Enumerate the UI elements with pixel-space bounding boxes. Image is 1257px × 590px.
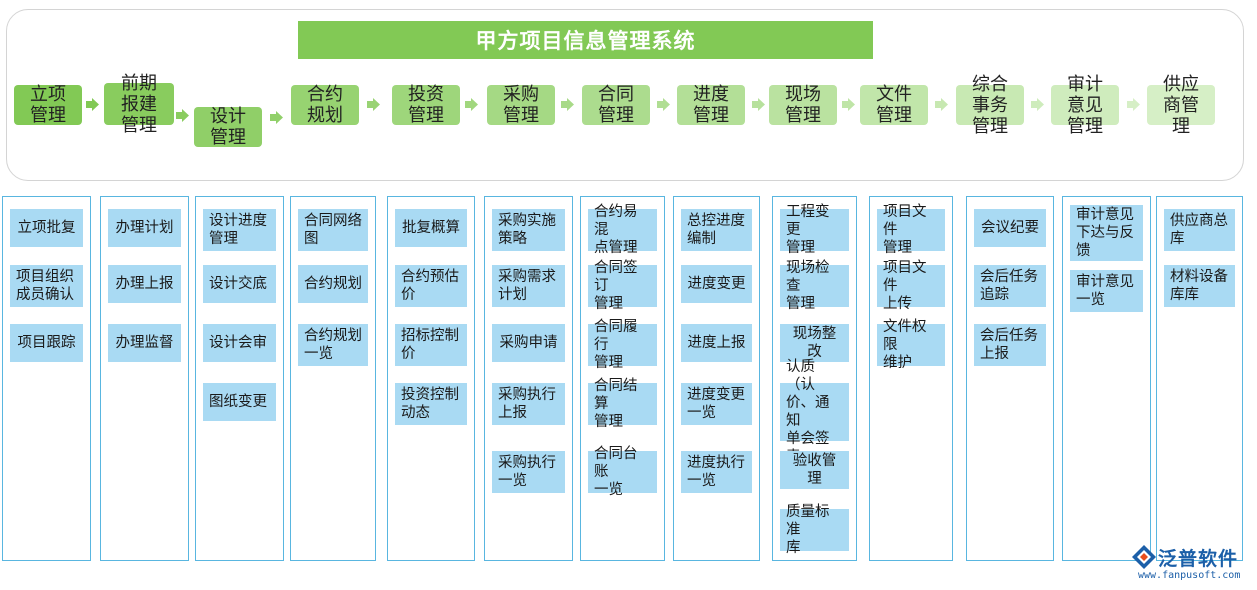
process-step: 投资 管理 (392, 84, 460, 126)
arrow-right-icon (176, 109, 189, 122)
process-step: 合同 管理 (582, 84, 650, 126)
module-card: 总控进度 编制 (681, 209, 752, 251)
module-card: 办理计划 (108, 209, 181, 247)
module-card: 工程变更 管理 (780, 204, 849, 256)
module-card: 合约易混 点管理 (588, 204, 657, 256)
process-step: 供应 商管 理 (1147, 74, 1215, 137)
module-card: 采购需求 计划 (492, 265, 565, 307)
arrow-right-icon (1127, 98, 1140, 111)
arrow-right-icon (842, 98, 855, 111)
module-card: 合约规划 一览 (298, 324, 368, 366)
module-card: 办理上报 (108, 265, 181, 303)
module-card: 项目文件 上传 (877, 260, 945, 312)
process-step: 现场 管理 (769, 84, 837, 126)
process-step: 立项 管理 (14, 84, 82, 126)
module-card: 合同结算 管理 (588, 378, 657, 430)
module-card: 材料设备 库库 (1164, 265, 1235, 307)
module-card: 进度变更 一览 (681, 383, 752, 425)
module-card: 质量标准 库 (780, 504, 849, 556)
module-card: 批复概算 (395, 209, 467, 247)
module-column (100, 196, 189, 561)
module-card: 会后任务 上报 (974, 324, 1046, 366)
module-card: 采购实施 策略 (492, 209, 565, 251)
module-column (2, 196, 91, 561)
module-card: 项目跟踪 (10, 324, 83, 362)
module-column (195, 196, 284, 561)
module-column (484, 196, 573, 561)
module-card: 合同签订 管理 (588, 260, 657, 312)
module-card: 设计交底 (203, 265, 276, 303)
arrow-right-icon (561, 98, 574, 111)
module-card: 合约规划 (298, 265, 368, 303)
process-step: 采购 管理 (487, 84, 555, 126)
arrow-right-icon (657, 98, 670, 111)
module-card: 供应商总 库 (1164, 209, 1235, 251)
logo-url: www.fanpusoft.com (1138, 570, 1241, 581)
module-card: 采购执行 一览 (492, 451, 565, 493)
module-card: 设计会审 (203, 324, 276, 362)
logo-icon (1132, 545, 1156, 569)
module-card: 进度上报 (681, 324, 752, 362)
module-card: 合同网络 图 (298, 209, 368, 251)
module-card: 合同履行 管理 (588, 319, 657, 371)
arrow-right-icon (752, 98, 765, 111)
arrow-right-icon (86, 98, 99, 111)
module-card: 办理监督 (108, 324, 181, 362)
module-card: 文件权限 维护 (877, 319, 945, 371)
process-step: 审计 意见 管理 (1051, 74, 1119, 137)
module-card: 验收管理 (780, 451, 849, 489)
module-card: 项目组织 成员确认 (10, 265, 83, 307)
module-card: 采购执行 上报 (492, 383, 565, 425)
process-step: 设计 管理 (194, 106, 262, 148)
module-card: 立项批复 (10, 209, 83, 247)
module-card: 现场检查 管理 (780, 260, 849, 312)
arrow-right-icon (935, 98, 948, 111)
process-step: 前期 报建 管理 (104, 73, 174, 136)
module-card: 进度执行 一览 (681, 451, 752, 493)
arrow-right-icon (1031, 98, 1044, 111)
module-column (580, 196, 665, 561)
module-card: 合约预估 价 (395, 265, 467, 307)
module-card: 进度变更 (681, 265, 752, 303)
module-card: 审计意见 下达与反 馈 (1070, 205, 1143, 261)
process-step: 合约 规划 (291, 84, 359, 126)
arrow-right-icon (465, 98, 478, 111)
system-title: 甲方项目信息管理系统 (298, 21, 873, 59)
process-step: 进度 管理 (677, 84, 745, 126)
module-card: 现场整改 (780, 324, 849, 362)
module-column (673, 196, 760, 561)
brand-logo: 泛普软件 www.fanpusoft.com (1128, 542, 1252, 586)
module-column (290, 196, 376, 561)
module-card: 认质（认 价、通知 单会签表 (780, 359, 849, 465)
module-card: 设计进度 管理 (203, 209, 276, 251)
process-step: 文件 管理 (860, 84, 928, 126)
logo-name: 泛普软件 (1158, 548, 1239, 570)
process-step: 综合 事务 管理 (956, 74, 1024, 137)
module-column (772, 196, 857, 561)
module-card: 招标控制 价 (395, 324, 467, 366)
module-card: 审计意见 一览 (1070, 270, 1143, 312)
module-column (966, 196, 1054, 561)
module-card: 项目文件 管理 (877, 204, 945, 256)
module-card: 图纸变更 (203, 383, 276, 421)
module-card: 会议纪要 (974, 209, 1046, 247)
module-column (869, 196, 953, 561)
module-column (1156, 196, 1243, 561)
module-card: 投资控制 动态 (395, 383, 467, 425)
module-card: 会后任务 追踪 (974, 265, 1046, 307)
module-card: 采购申请 (492, 324, 565, 362)
module-column (387, 196, 475, 561)
module-card: 合同台账 一览 (588, 446, 657, 498)
arrow-right-icon (270, 111, 283, 124)
arrow-right-icon (367, 98, 380, 111)
